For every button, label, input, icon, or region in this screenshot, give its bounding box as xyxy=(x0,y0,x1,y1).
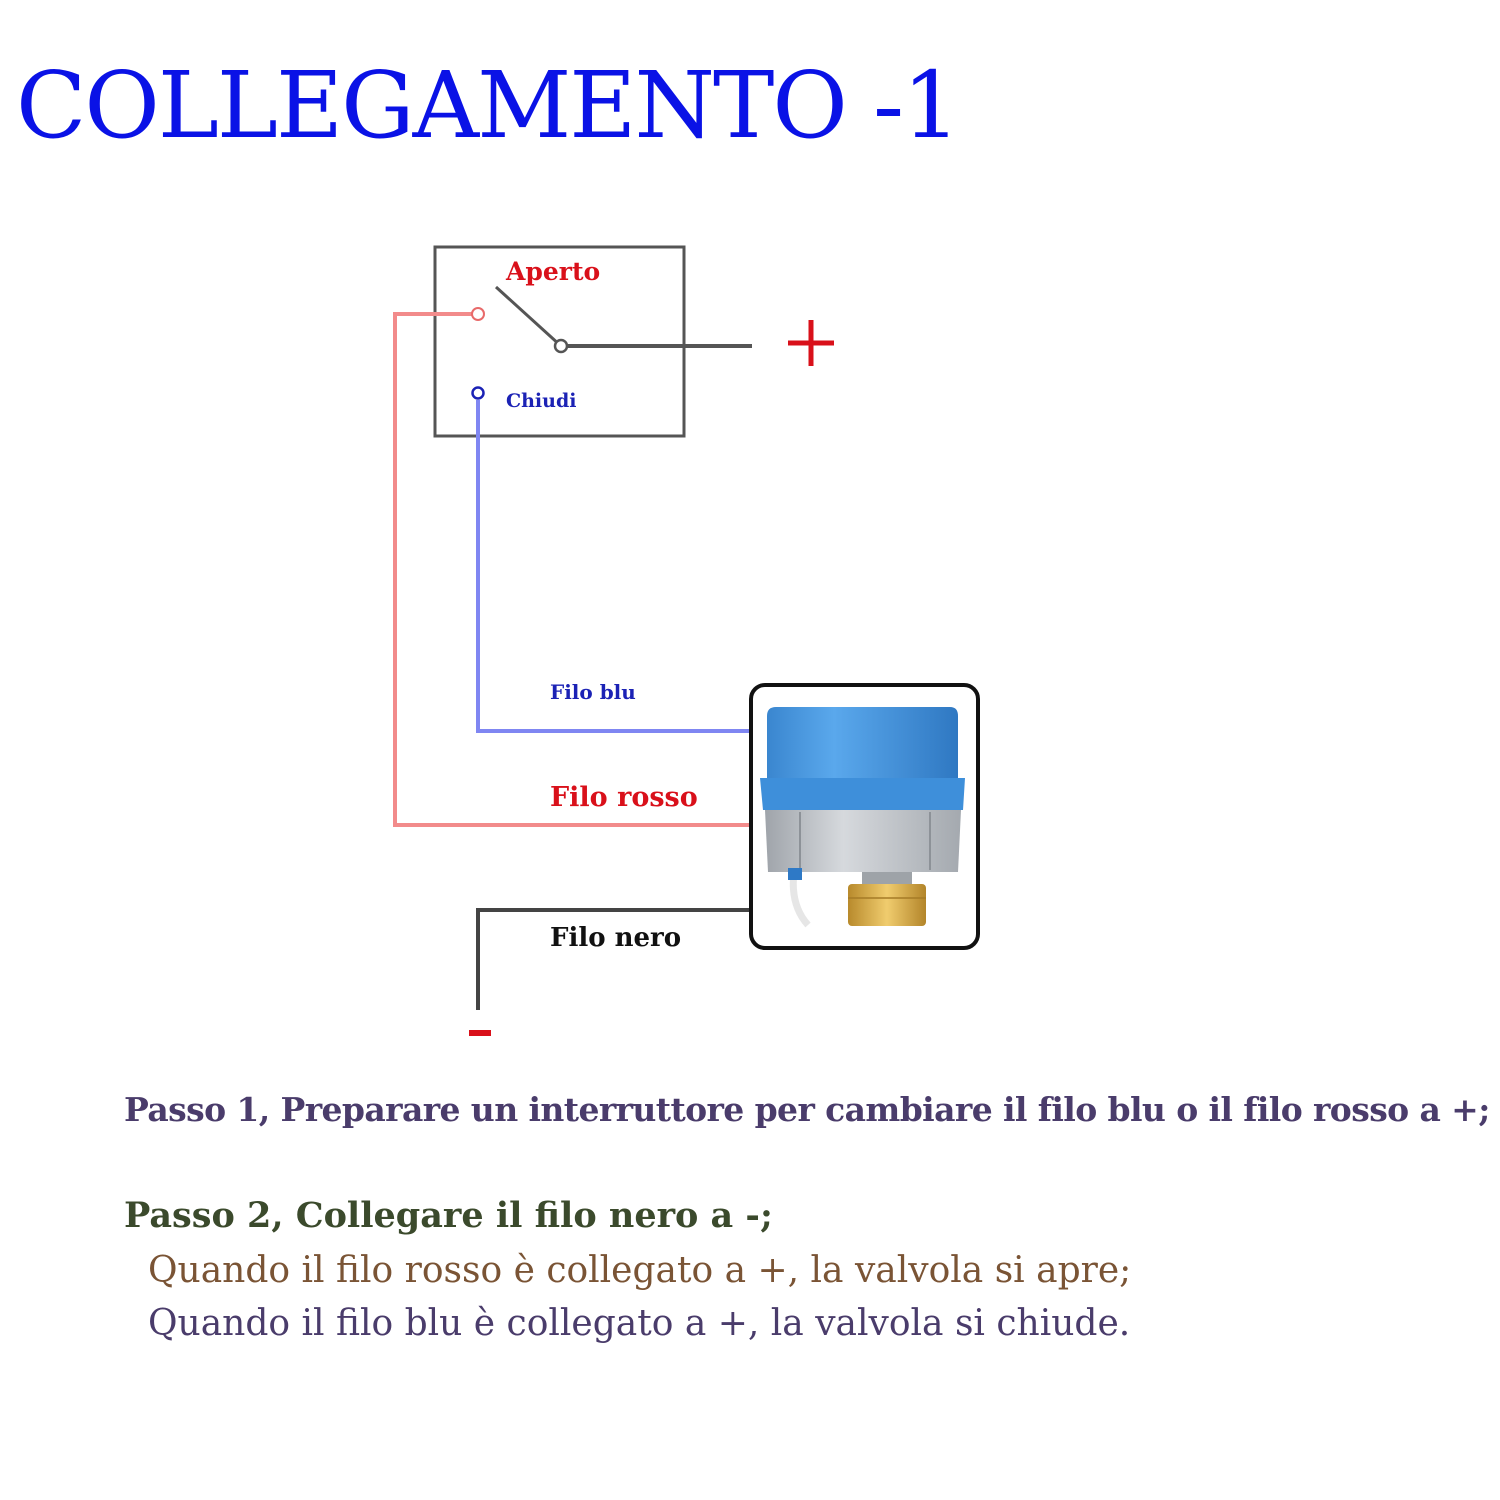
blue-wire xyxy=(476,400,750,733)
minus-symbol xyxy=(469,1030,491,1036)
red-wire-label: Filo rosso xyxy=(550,782,698,813)
note-blue-wire: Quando il filo blu è collegato a +, la v… xyxy=(148,1303,1131,1344)
switch-box xyxy=(433,245,686,438)
actuator-valve-image xyxy=(760,707,965,928)
black-wire xyxy=(476,908,750,1010)
switch-open-label: Aperto xyxy=(505,257,600,286)
step-2-text: Passo 2, Collegare il filo nero a -; xyxy=(124,1195,773,1236)
close-terminal xyxy=(471,386,485,400)
open-terminal xyxy=(471,307,485,321)
switch-pivot xyxy=(553,338,569,354)
red-wire xyxy=(393,312,750,827)
blue-wire-label: Filo blu xyxy=(550,680,636,704)
switch-close-label: Chiudi xyxy=(506,390,576,412)
wiring-diagram: Aperto Chiudi Filo blu Filo rosso Filo n… xyxy=(393,245,980,1036)
plus-symbol xyxy=(788,320,834,366)
page-title: COLLEGAMENTO -1 xyxy=(16,52,961,159)
black-wire-label: Filo nero xyxy=(550,923,681,953)
note-red-wire: Quando il filo rosso è collegato a +, la… xyxy=(148,1250,1132,1291)
step-1-text: Passo 1, Preparare un interruttore per c… xyxy=(124,1090,1490,1129)
switch-lever xyxy=(494,285,563,348)
